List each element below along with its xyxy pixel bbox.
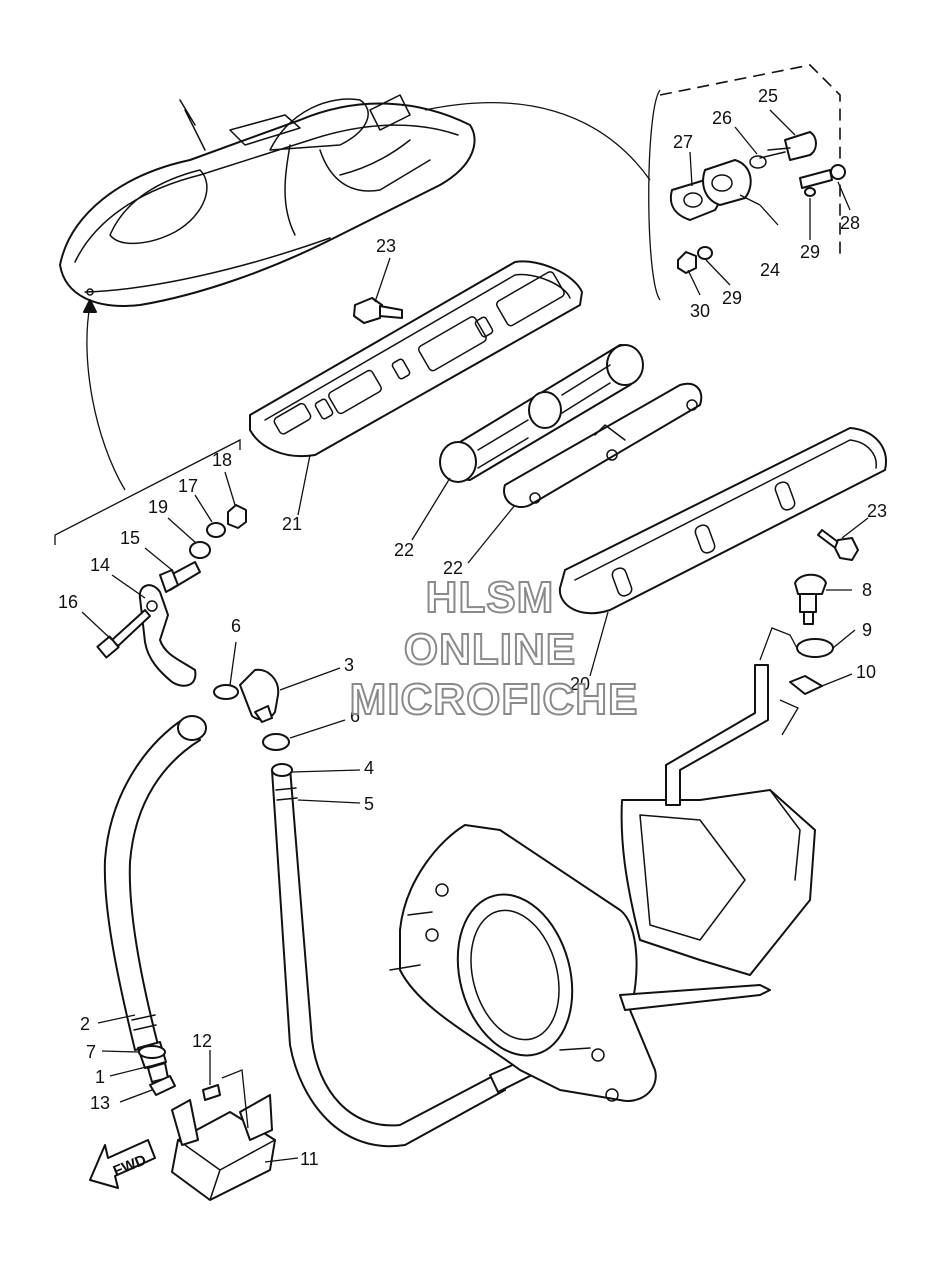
callout-15: 15: [120, 528, 140, 548]
callout-labels: 23 25 26 27 28 29 24 29 30 21 22 22 23 2…: [58, 86, 887, 1169]
damper-22-bracket: [503, 382, 703, 508]
watermark-line-2: ONLINE: [404, 625, 576, 674]
callout-8: 8: [862, 580, 872, 600]
drain-plug-detail-group: [648, 64, 846, 301]
callout-6-lower: 6: [350, 706, 360, 726]
callout-9: 9: [862, 620, 872, 640]
watermark-line-1: HLSM: [426, 573, 555, 622]
callout-3: 3: [344, 655, 354, 675]
callout-26: 26: [712, 108, 732, 128]
box-11: [171, 1094, 276, 1201]
bolt-23-right: [817, 529, 859, 561]
callout-30: 30: [690, 301, 710, 321]
washer-19: [189, 541, 211, 559]
hose-2: [103, 715, 207, 1051]
callout-29-left: 29: [722, 288, 742, 308]
bolt-23-upper: [353, 297, 403, 324]
washer-9: [796, 638, 834, 658]
callout-19: 19: [148, 497, 168, 517]
callout-23-upper: 23: [376, 236, 396, 256]
pin-12: [202, 1084, 221, 1101]
washer-17: [206, 522, 226, 538]
callout-7: 7: [86, 1042, 96, 1062]
callout-22-round: 22: [394, 540, 414, 560]
bolt-15: [159, 561, 201, 593]
callout-18: 18: [212, 450, 232, 470]
callout-11: 11: [300, 1149, 319, 1169]
callout-25: 25: [758, 86, 778, 106]
fitting-3: [239, 668, 280, 723]
fwd-arrow-icon: FWD: [89, 1139, 156, 1189]
clamp-7: [138, 1045, 166, 1059]
callout-23-right: 23: [867, 501, 887, 521]
damper-22-round: [439, 344, 644, 483]
nut-18: [227, 504, 247, 529]
callout-22-bracket: 22: [443, 558, 463, 578]
callout-21: 21: [282, 514, 302, 534]
leader-lines: [81, 109, 869, 1163]
plate-20: [558, 427, 887, 615]
callout-17: 17: [178, 476, 198, 496]
callout-29-right: 29: [800, 242, 820, 262]
callout-20: 20: [570, 674, 590, 694]
drain-plug-8: [794, 573, 827, 625]
jet-nozzle-housing: [620, 789, 816, 976]
plate-21: [249, 260, 583, 458]
callout-5: 5: [364, 794, 374, 814]
callout-4: 4: [364, 758, 374, 778]
bolt-16: [96, 609, 151, 659]
callout-24: 24: [760, 260, 780, 280]
callout-14: 14: [90, 555, 110, 575]
watermark: HLSM ONLINE MICROFICHE: [349, 572, 639, 725]
watercraft-icon: [59, 94, 476, 307]
callout-27: 27: [673, 132, 693, 152]
callout-10: 10: [856, 662, 876, 682]
clamp-10: [789, 675, 823, 695]
callout-2: 2: [80, 1014, 90, 1034]
jet-pump-base-plate: [389, 824, 657, 1102]
clamp-6-upper: [213, 684, 239, 700]
callout-13: 13: [90, 1093, 110, 1113]
fitting-13: [149, 1075, 176, 1096]
bracket-14: [138, 584, 197, 687]
callout-6-upper: 6: [231, 616, 241, 636]
watermark-line-3: MICROFICHE: [350, 675, 639, 724]
callout-16: 16: [58, 592, 78, 612]
callout-28: 28: [840, 213, 860, 233]
clamp-6-lower: [262, 733, 290, 751]
callout-1: 1: [95, 1067, 105, 1087]
callout-12: 12: [192, 1031, 212, 1051]
